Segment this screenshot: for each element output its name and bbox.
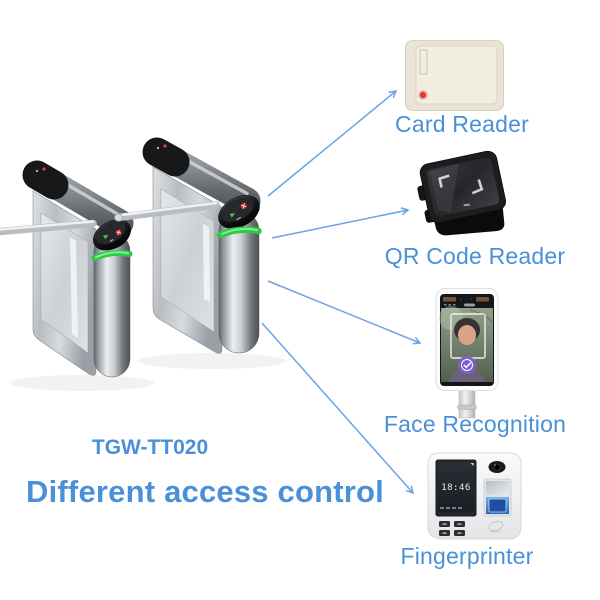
no-entry-icon: [115, 229, 122, 236]
sensor-strip: [443, 297, 489, 302]
keypad-buttons: [439, 521, 465, 536]
product-heading: Different access control: [26, 474, 384, 509]
far-cap: [22, 160, 69, 200]
entry-allowed-icon: [229, 213, 236, 218]
model-number: TGW-TT020: [91, 436, 209, 459]
turnstile-gates-image: [0, 137, 286, 391]
drop-arm-right: [203, 224, 210, 302]
entry-allowed-icon: [103, 234, 109, 240]
indicator-cap: [93, 219, 131, 251]
arrow-to-qr-code-reader: [271, 207, 410, 239]
card-reader-image: [405, 40, 504, 111]
card-slot: [419, 49, 428, 75]
fingerprinter-image: 18:46: [427, 452, 522, 540]
arrow-to-card-reader: [267, 89, 398, 197]
card-reader-label: Card Reader: [395, 111, 529, 137]
qr-scan-frame: [438, 174, 484, 207]
face-recognition-image: [435, 288, 499, 419]
tripod-arm-left: [0, 219, 97, 236]
far-cap: [142, 137, 190, 177]
fingerprinter-label: Fingerprinter: [400, 543, 534, 569]
brand-emblem: [488, 520, 504, 533]
qr-code-reader-label: QR Code Reader: [384, 243, 566, 269]
face-recognition-label: Face Recognition: [383, 411, 567, 437]
no-entry-icon: [240, 202, 247, 209]
camera-lens-icon: [488, 461, 506, 473]
fingerprinter-clock: 18:46: [441, 483, 471, 493]
face-photo: [439, 306, 493, 382]
card-reader-led: [419, 91, 427, 99]
arrow-to-face-recognition: [267, 280, 422, 345]
face-check-badge: [458, 356, 476, 374]
qr-code-reader-image: [417, 150, 507, 236]
left-turnstile: [10, 160, 154, 391]
drop-arm-left: [70, 237, 78, 338]
arrow-to-fingerprinter: [261, 322, 415, 495]
tripod-arm-right: [114, 201, 220, 222]
indicator-cap: [218, 195, 260, 229]
fingerprint-sensor: [483, 478, 512, 517]
